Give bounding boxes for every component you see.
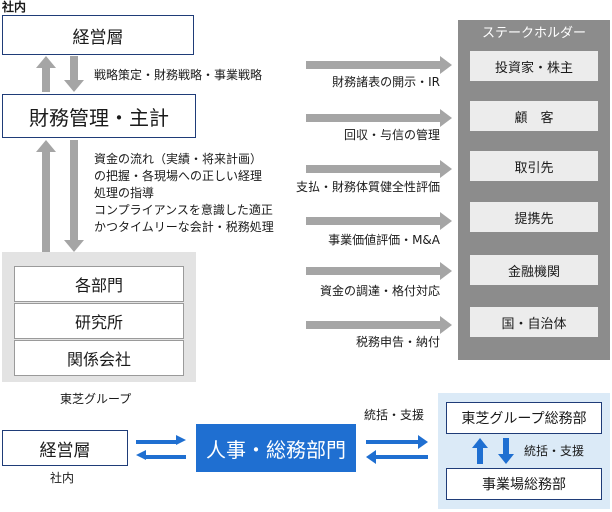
arrow-right-icon (306, 160, 452, 178)
arrow-down-icon (498, 438, 514, 464)
support-label-top: 統括・支援 (364, 408, 425, 422)
shanai-label-top: 社内 (2, 0, 27, 14)
arrow-up-icon (36, 56, 56, 92)
stakeholder-box: 投資家・株主 (470, 51, 598, 81)
stakeholder-label: 取引先 (514, 160, 554, 176)
note-line: 処理の指導 (94, 186, 155, 200)
dept-label: 関係会社 (66, 350, 131, 369)
arrow-right-icon (306, 109, 452, 127)
keieiso-label-bottom: 経営層 (39, 440, 91, 461)
zaimu-box: 財務管理・主計 (2, 94, 196, 138)
strategy-label: 戦略策定・財務戦略・事業戦略 (94, 68, 263, 82)
note-line: コンプライアンスを意識した適正 (94, 203, 273, 217)
stakeholder-box: 金融機関 (470, 255, 598, 285)
stakeholder-arrow-label: 税務申告・納付 (355, 335, 440, 349)
hr-label: 人事・総務部門 (206, 437, 346, 462)
group-caption: 東芝グループ (60, 392, 132, 406)
arrow-down-icon (64, 56, 84, 92)
dept-label: 研究所 (74, 313, 123, 332)
jigyosho-label: 事業場総務部 (482, 477, 566, 493)
stakeholder-label: 国・自治体 (501, 316, 567, 332)
stakeholder-arrow-label: 資金の調達・格付対応 (319, 284, 440, 298)
stakeholder-label: 投資家・株主 (494, 60, 573, 76)
dept-box-kankeigaisha: 関係会社 (14, 340, 184, 376)
stakeholder-label: 提携先 (514, 211, 554, 227)
dept-label: 各部門 (74, 276, 123, 295)
group-soumu-label: 東芝グループ総務部 (461, 411, 587, 427)
zaimu-notes: 資金の流れ（実績・将来計画） の把握・各現場への正しい経理 処理の指導 コンプラ… (94, 151, 274, 236)
zaimu-label: 財務管理・主計 (29, 105, 169, 130)
stakeholder-label: 金融機関 (507, 264, 560, 280)
hr-box: 人事・総務部門 (196, 424, 356, 472)
arrow-right-icon (306, 262, 452, 280)
stakeholder-box: 国・自治体 (470, 307, 598, 337)
stakeholder-arrow-label: 財務諸表の開示・IR (332, 75, 440, 89)
shanai-label-bottom: 社内 (50, 471, 75, 485)
keieiso-box-top: 経営層 (2, 15, 194, 55)
note-line: 資金の流れ（実績・将来計画） (94, 152, 263, 166)
stakeholder-box: 提携先 (470, 202, 598, 232)
stakeholder-arrow-label: 回収・与信の管理 (343, 128, 440, 142)
note-line: の把握・各現場への正しい経理 (94, 169, 263, 183)
dept-box-kakubumon: 各部門 (14, 266, 184, 302)
dept-box-kenkyusho: 研究所 (14, 303, 184, 339)
arrow-right-icon (306, 316, 452, 334)
jigyosho-box: 事業場総務部 (446, 468, 602, 500)
stakeholder-box: 取引先 (470, 151, 598, 181)
double-arrow-icon (366, 435, 428, 464)
stakeholder-label: 顧 客 (514, 110, 554, 126)
support-label-mid: 統括・支援 (524, 444, 585, 458)
note-line: かつタイムリーな会計・税務処理 (94, 220, 274, 234)
arrow-right-icon (306, 212, 452, 230)
keieiso-box-bottom: 経営層 (2, 430, 128, 466)
arrow-down-long-icon (64, 140, 84, 252)
stakeholder-box: 顧 客 (470, 101, 598, 131)
arrow-right-icon (306, 56, 452, 74)
arrow-up-long-icon (36, 140, 56, 252)
stakeholder-arrow-label: 支払・財務体質健全性評価 (295, 180, 440, 194)
stakeholder-arrow-label: 事業価値評価・M&A (328, 233, 440, 247)
stakeholder-title: ステークホルダー (481, 26, 586, 41)
arrow-up-icon (472, 438, 488, 464)
double-arrow-icon (136, 435, 186, 460)
keieiso-label-top: 経営層 (72, 27, 124, 48)
group-soumu-box: 東芝グループ総務部 (446, 402, 602, 434)
